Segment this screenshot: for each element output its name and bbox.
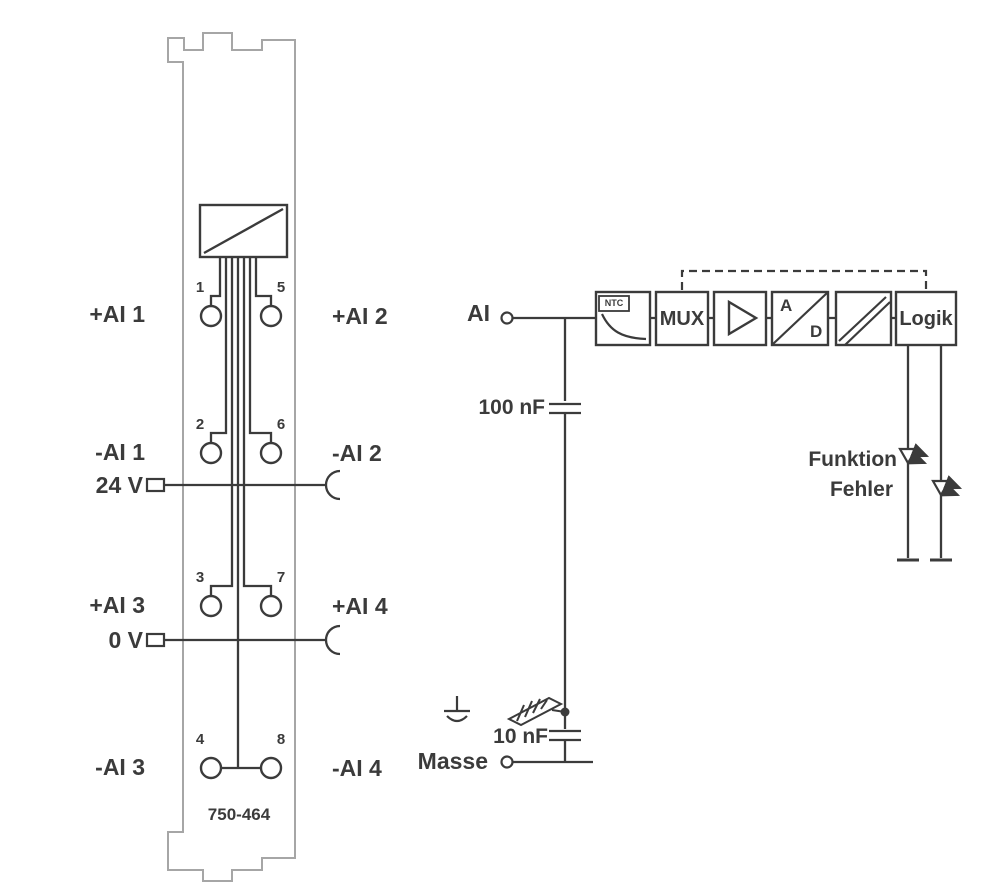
isolation-diagonal-1 — [838, 296, 887, 342]
module-outline — [167, 32, 296, 882]
converter-box-icon — [198, 203, 289, 259]
adc-block-label-a: A — [780, 296, 793, 315]
funktion-led-icon — [898, 443, 930, 466]
contact-number-3: 3 — [195, 569, 205, 586]
cap-100nf-label: 100 nF — [478, 396, 545, 419]
contact-number-6: 6 — [276, 416, 286, 433]
part-number: 750-464 — [207, 805, 271, 824]
din-rail-icon — [506, 696, 566, 727]
adc-block-label-d: D — [810, 322, 823, 341]
ai-terminal — [500, 311, 514, 325]
amp-triangle-icon — [727, 299, 759, 337]
terminal-contacts — [199, 304, 283, 780]
contact-number-4: 4 — [195, 731, 205, 748]
terminal-label-minus-ai4: -AI 4 — [332, 755, 382, 781]
contact-3 — [199, 594, 223, 618]
contact-number-5: 5 — [276, 279, 286, 296]
supply-label-24v: 24 V — [95, 472, 143, 498]
contact-5 — [259, 304, 283, 328]
ntc-block-label: NTC — [604, 298, 624, 308]
fehler-led-label: Fehler — [829, 478, 893, 501]
power-connector-24v — [145, 477, 166, 493]
terminal-label-plus-ai2: +AI 2 — [332, 303, 388, 329]
contact-number-1: 1 — [195, 279, 205, 296]
contact-number-2: 2 — [195, 416, 205, 433]
logic-block-label: Logik — [899, 307, 953, 330]
contact-7 — [259, 594, 283, 618]
adc-diagonal — [772, 292, 828, 345]
logic-block — [894, 290, 958, 347]
power-feed-lines — [164, 469, 341, 656]
control-dashed-line — [680, 269, 928, 290]
fehler-led-icon — [931, 475, 963, 498]
mux-block — [654, 290, 710, 347]
terminal-label-minus-ai3: -AI 3 — [95, 754, 145, 780]
contact-6 — [259, 441, 283, 465]
cable-socket-icon-0v — [324, 624, 341, 656]
contact-2 — [199, 441, 223, 465]
contact-number-7: 7 — [276, 569, 286, 586]
funktion-led-label: Funktion — [808, 448, 897, 471]
masse-label: Masse — [417, 748, 488, 774]
isolation-diagonal-2 — [844, 301, 891, 346]
block-glyphs — [598, 292, 891, 346]
ntc-curve — [601, 313, 647, 341]
contact-4 — [199, 756, 223, 780]
terminal-label-plus-ai3: +AI 3 — [89, 592, 145, 618]
terminal-label-minus-ai1: -AI 1 — [95, 439, 145, 465]
contact-8 — [259, 756, 283, 780]
bus-wires — [209, 257, 273, 770]
contact-1 — [199, 304, 223, 328]
mux-block-label: MUX — [659, 307, 705, 330]
contact-number-8: 8 — [276, 731, 286, 748]
terminal-label-plus-ai1: +AI 1 — [89, 301, 145, 327]
cable-socket-icon-24v — [324, 469, 341, 501]
supply-label-0v: 0 V — [108, 627, 143, 653]
terminal-label-plus-ai4: +AI 4 — [332, 593, 388, 619]
power-connector-0v — [145, 632, 166, 648]
signal-path — [513, 316, 896, 764]
ai-input-label: AI — [467, 300, 490, 326]
terminal-label-minus-ai2: -AI 2 — [332, 440, 382, 466]
masse-terminal — [500, 755, 514, 769]
ntc-label-box — [598, 295, 630, 312]
cap-10nf-label: 10 nF — [493, 725, 548, 748]
earth-icon — [444, 696, 470, 723]
